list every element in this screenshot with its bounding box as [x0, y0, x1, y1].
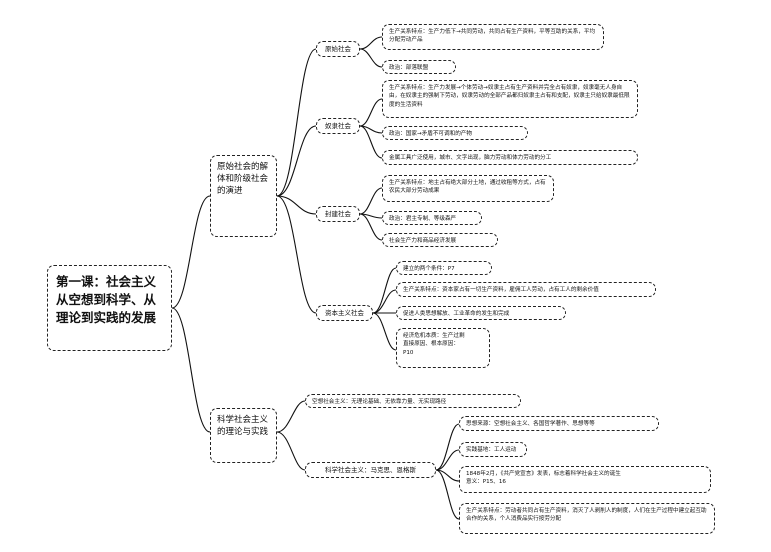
slave-culture[interactable]: 金属工具广泛使用，城市、文字出现，脑力劳动和体力劳动的分工	[382, 150, 638, 165]
node-scientific-socialism[interactable]: 科学社会主义：马克思、恩格斯	[305, 462, 436, 478]
scientific-base[interactable]: 实践基地：工人运动	[459, 442, 527, 457]
capitalist-conditions[interactable]: 建立的两个条件：P7	[396, 261, 492, 275]
feudal-economy[interactable]: 社会生产力和商品经济发展	[382, 233, 498, 247]
capitalist-crisis[interactable]: 经济危机本质：生产过剩 直接原因、根本原因： P10	[396, 328, 490, 368]
branch-class-society[interactable]: 原始社会的解体和阶级社会的演进	[210, 155, 277, 237]
node-capitalist-society[interactable]: 资本主义社会	[316, 305, 373, 321]
primitive-politics[interactable]: 政治：部落联盟	[382, 60, 456, 74]
primitive-relations[interactable]: 生产关系特点：生产力低下→共同劳动，共同占有生产资料，平等互助的关系，平均分配劳…	[382, 24, 604, 50]
capitalist-relations[interactable]: 生产关系特点：资本家占有一切生产资料，雇佣工人劳动，占有工人的剩余价值	[396, 282, 656, 297]
feudal-politics[interactable]: 政治：君主专制、等级森严	[382, 211, 482, 225]
root-topic[interactable]: 第一课：社会主义从空想到科学、从理论到实践的发展	[47, 265, 172, 351]
scientific-source[interactable]: 思想来源：空想社会主义、各国哲学著作、思想等等	[459, 416, 659, 431]
scientific-relations[interactable]: 生产关系特点：劳动者共同占有生产资料，消灭了人剥削人的制度，人们在生产过程中建立…	[459, 503, 715, 534]
slave-relations[interactable]: 生产关系特点：生产力发展→个体劳动→奴隶主占有生产资料并完全占有奴隶，奴隶毫无人…	[382, 80, 638, 118]
node-feudal-society[interactable]: 封建社会	[316, 206, 360, 222]
feudal-relations[interactable]: 生产关系特点：地主占有绝大部分土地，通过收租等方式，占有农民大部分劳动成果	[382, 175, 554, 202]
branch-scientific-socialism[interactable]: 科学社会主义的理论与实践	[210, 408, 277, 463]
slave-politics[interactable]: 政治：国家→矛盾不可调和的产物	[382, 126, 528, 140]
node-primitive-society[interactable]: 原始社会	[316, 41, 360, 57]
utopian-socialism[interactable]: 空想社会主义：无理论基础、无依靠力量、无实现路径	[305, 394, 521, 408]
capitalist-progress[interactable]: 促进人类思想解放、工业革命的发生和完成	[396, 306, 566, 320]
node-slave-society[interactable]: 奴隶社会	[316, 118, 360, 134]
scientific-manifesto[interactable]: 1848年2月，《共产党宣言》发表，标志着科学社会主义的诞生 意义：P15、16	[459, 466, 711, 493]
